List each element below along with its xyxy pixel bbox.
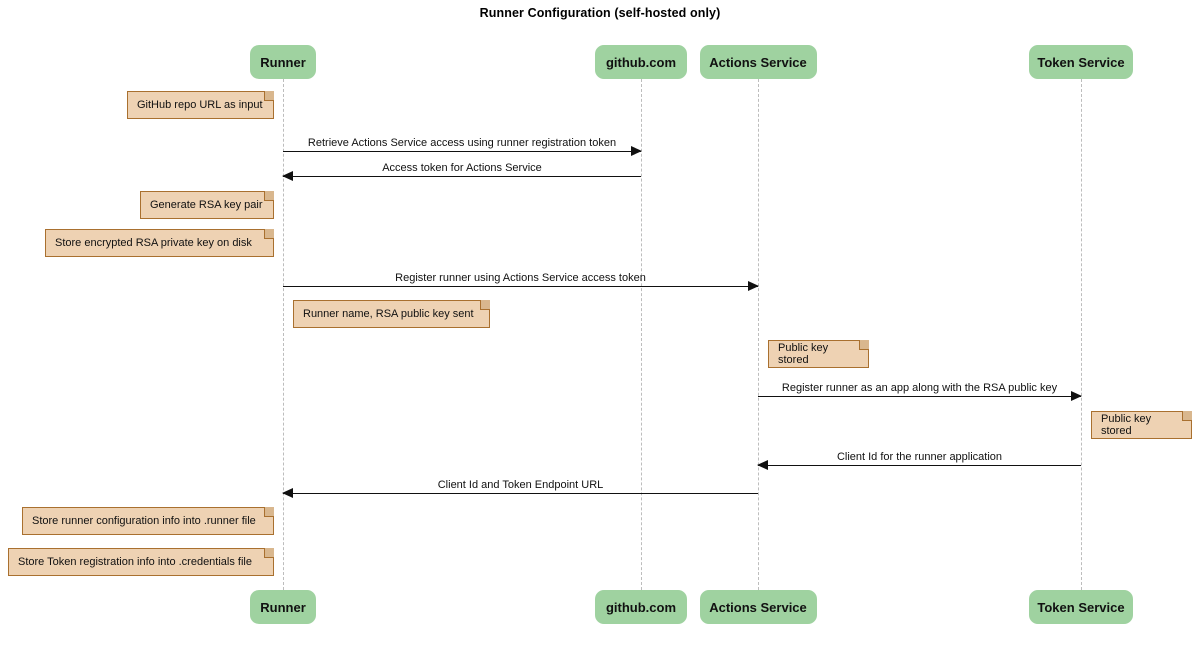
message-label: Register runner using Actions Service ac… — [395, 272, 646, 284]
note-n5[interactable]: Public key stored — [768, 340, 869, 368]
lifeline-runner — [283, 79, 284, 590]
participant-github-top[interactable]: github.com — [595, 45, 687, 79]
note-text: GitHub repo URL as input — [137, 99, 263, 111]
arrowhead-icon — [282, 171, 293, 181]
note-n1[interactable]: GitHub repo URL as input — [127, 91, 274, 119]
note-n6[interactable]: Public key stored — [1091, 411, 1192, 439]
message-line — [283, 151, 641, 152]
note-fold-corner-icon — [264, 548, 274, 558]
message-line — [758, 396, 1081, 397]
note-text: Store runner configuration info into .ru… — [32, 515, 256, 527]
participant-label: Actions Service — [709, 599, 807, 615]
participant-label: Token Service — [1037, 54, 1125, 70]
message-line — [283, 493, 758, 494]
message-label: Client Id and Token Endpoint URL — [437, 479, 604, 491]
message-m5[interactable]: Client Id for the runner application — [757, 451, 1081, 470]
note-fold-corner-icon — [264, 91, 274, 101]
message-m2[interactable]: Access token for Actions Service — [282, 162, 641, 181]
note-n2[interactable]: Generate RSA key pair — [140, 191, 274, 219]
message-label: Access token for Actions Service — [382, 162, 542, 174]
participant-runner-bottom[interactable]: Runner — [250, 590, 316, 624]
lifeline-token — [1081, 79, 1082, 590]
note-n7[interactable]: Store runner configuration info into .ru… — [22, 507, 274, 535]
lifeline-github — [641, 79, 642, 590]
participant-actions-top[interactable]: Actions Service — [699, 45, 817, 79]
message-m4[interactable]: Register runner as an app along with the… — [758, 382, 1082, 401]
note-text: Runner name, RSA public key sent — [303, 308, 474, 320]
note-text: Store Token registration info into .cred… — [18, 556, 252, 568]
participant-label: github.com — [605, 599, 677, 615]
participant-label: github.com — [605, 54, 677, 70]
note-fold-corner-icon — [480, 300, 490, 310]
message-line — [758, 465, 1081, 466]
participant-runner-top[interactable]: Runner — [250, 45, 316, 79]
arrowhead-icon — [282, 488, 293, 498]
note-fold-corner-icon — [859, 340, 869, 350]
message-label: Retrieve Actions Service access using ru… — [307, 137, 617, 149]
note-fold-corner-icon — [264, 507, 274, 517]
participant-label: Runner — [260, 599, 306, 615]
note-text: Public key stored — [1101, 413, 1152, 437]
lifeline-actions — [758, 79, 759, 590]
arrowhead-icon — [631, 146, 642, 156]
note-text: Public key stored — [778, 342, 829, 366]
note-n4[interactable]: Runner name, RSA public key sent — [293, 300, 490, 328]
note-text: Generate RSA key pair — [150, 199, 263, 211]
note-text: Store encrypted RSA private key on disk — [55, 237, 252, 249]
arrowhead-icon — [1071, 391, 1082, 401]
participant-actions-bottom[interactable]: Actions Service — [699, 590, 817, 624]
participant-label: Token Service — [1037, 599, 1125, 615]
participant-github-bottom[interactable]: github.com — [595, 590, 687, 624]
participant-token-bottom[interactable]: Token Service — [1029, 590, 1133, 624]
note-n8[interactable]: Store Token registration info into .cred… — [8, 548, 274, 576]
message-m3[interactable]: Register runner using Actions Service ac… — [283, 272, 759, 291]
note-fold-corner-icon — [264, 191, 274, 201]
participant-label: Actions Service — [709, 54, 807, 70]
note-fold-corner-icon — [264, 229, 274, 239]
note-fold-corner-icon — [1182, 411, 1192, 421]
message-m1[interactable]: Retrieve Actions Service access using ru… — [283, 137, 642, 156]
message-label: Client Id for the runner application — [836, 451, 1003, 463]
note-n3[interactable]: Store encrypted RSA private key on disk — [45, 229, 274, 257]
arrowhead-icon — [748, 281, 759, 291]
message-line — [283, 286, 758, 287]
message-m6[interactable]: Client Id and Token Endpoint URL — [282, 479, 758, 498]
page-title: Runner Configuration (self-hosted only) — [479, 6, 721, 20]
participant-token-top[interactable]: Token Service — [1029, 45, 1133, 79]
message-line — [283, 176, 641, 177]
participant-label: Runner — [260, 54, 306, 70]
arrowhead-icon — [757, 460, 768, 470]
message-label: Register runner as an app along with the… — [781, 382, 1058, 394]
